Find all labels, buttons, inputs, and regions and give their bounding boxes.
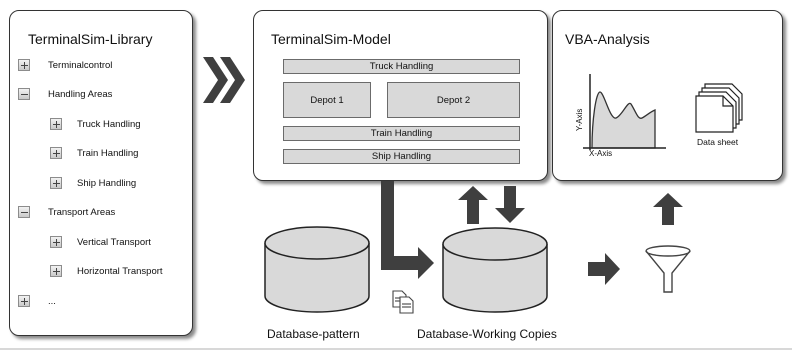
ship-handling-box[interactable]: Ship Handling bbox=[283, 149, 520, 164]
chart-area bbox=[591, 91, 656, 149]
up-arrow-icon bbox=[653, 193, 683, 225]
expand-plus-icon[interactable] bbox=[50, 118, 62, 130]
expand-plus-icon[interactable] bbox=[18, 59, 30, 71]
chart-y-axis-label: Y-Axis bbox=[575, 108, 584, 131]
database-pattern-cylinder bbox=[264, 226, 370, 313]
depot-2-label: Depot 2 bbox=[436, 94, 471, 106]
tree-item-vertical-transport[interactable]: Vertical Transport bbox=[77, 237, 151, 248]
tree-item-truck-handling[interactable]: Truck Handling bbox=[77, 119, 141, 130]
library-panel: TerminalSim-Library Terminalcontrol Hand… bbox=[9, 10, 193, 336]
library-title: TerminalSim-Library bbox=[28, 31, 153, 47]
chart-x-axis-label: X-Axis bbox=[589, 149, 613, 158]
tree-item-terminalcontrol[interactable]: Terminalcontrol bbox=[48, 60, 113, 71]
tree-item-horizontal-transport[interactable]: Horizontal Transport bbox=[77, 266, 163, 277]
depot-2-box[interactable]: Depot 2 bbox=[387, 82, 520, 118]
ship-handling-label: Ship Handling bbox=[371, 151, 432, 162]
model-panel: TerminalSim-Model Truck Handling Depot 1… bbox=[253, 10, 548, 181]
model-title: TerminalSim-Model bbox=[271, 31, 391, 47]
truck-handling-box[interactable]: Truck Handling bbox=[283, 59, 520, 74]
tree-item-more[interactable]: ... bbox=[48, 296, 56, 307]
down-arrow-icon bbox=[495, 186, 525, 223]
train-handling-label: Train Handling bbox=[370, 128, 433, 139]
filter-funnel-icon bbox=[645, 245, 691, 293]
depot-1-box[interactable]: Depot 1 bbox=[283, 82, 371, 118]
collapse-minus-icon[interactable] bbox=[18, 206, 30, 218]
database-pattern-label: Database-pattern bbox=[267, 327, 360, 341]
database-working-label: Database-Working Copies bbox=[417, 327, 557, 341]
expand-plus-icon[interactable] bbox=[18, 295, 30, 307]
expand-plus-icon[interactable] bbox=[50, 147, 62, 159]
collapse-minus-icon[interactable] bbox=[18, 88, 30, 100]
analysis-title: VBA-Analysis bbox=[565, 31, 650, 47]
stacked-documents-icon bbox=[695, 83, 743, 133]
train-handling-box[interactable]: Train Handling bbox=[283, 126, 520, 141]
expand-plus-icon[interactable] bbox=[50, 177, 62, 189]
tree-item-transport-areas[interactable]: Transport Areas bbox=[48, 207, 116, 218]
right-arrow-icon bbox=[588, 253, 620, 285]
up-arrow-icon bbox=[458, 186, 488, 224]
expand-plus-icon[interactable] bbox=[50, 236, 62, 248]
copy-documents-icon bbox=[392, 290, 414, 314]
truck-handling-label: Truck Handling bbox=[369, 61, 434, 72]
chevron-arrow-icon bbox=[203, 57, 245, 103]
tree-item-ship-handling[interactable]: Ship Handling bbox=[77, 178, 137, 189]
data-sheet-label: Data sheet bbox=[697, 137, 739, 147]
tree-item-handling-areas[interactable]: Handling Areas bbox=[48, 89, 113, 100]
model-to-working-arrow bbox=[381, 181, 434, 279]
tree-item-train-handling[interactable]: Train Handling bbox=[77, 148, 139, 159]
depot-1-label: Depot 1 bbox=[310, 94, 344, 106]
expand-plus-icon[interactable] bbox=[50, 265, 62, 277]
database-working-cylinder bbox=[442, 227, 548, 313]
chart-icon bbox=[583, 74, 666, 150]
